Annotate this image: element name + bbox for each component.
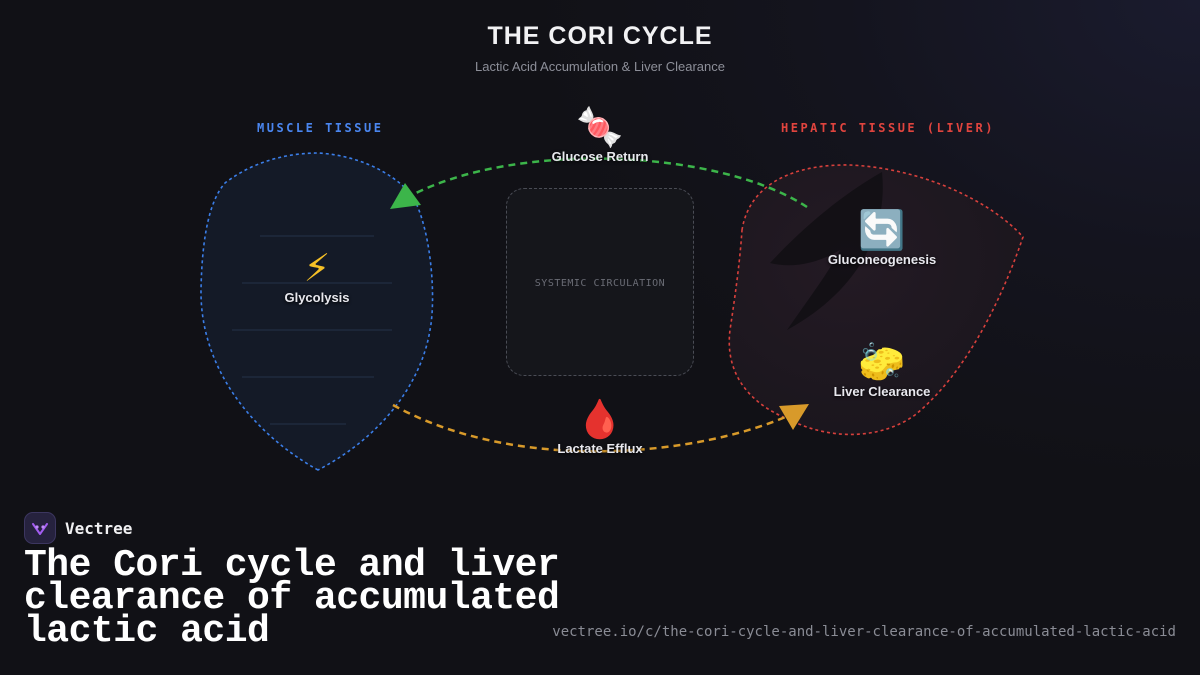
glycolysis-label: Glycolysis: [284, 290, 350, 305]
vectree-logo-icon: [24, 512, 56, 544]
candy-icon: 🍬: [576, 105, 624, 149]
liver-lobe-shadow: [770, 172, 883, 330]
liver-clearance-label: Liver Clearance: [833, 384, 931, 399]
sponge-icon: 🧽: [858, 340, 906, 384]
footer-url[interactable]: vectree.io/c/the-cori-cycle-and-liver-cl…: [552, 624, 1176, 640]
gluconeogenesis-label: Gluconeogenesis: [827, 252, 937, 267]
page-title: THE CORI CYCLE: [487, 22, 713, 50]
brand-name: Vectree: [65, 518, 133, 538]
glucose-return-node: 🍬 Glucose Return: [552, 105, 649, 164]
lactate-efflux-node: 🩸 Lactate Efflux: [557, 397, 642, 456]
glucose-return-arrowhead: [390, 183, 421, 209]
brand[interactable]: Vectree: [24, 512, 132, 544]
systemic-circulation-label: SYSTEMIC CIRCULATION: [534, 278, 666, 289]
gluconeogenesis-node: 🔄 Gluconeogenesis: [828, 208, 936, 267]
muscle-fiber-lines: [232, 235, 392, 425]
lactate-efflux-arrow: [392, 403, 791, 453]
footer-title: The Cori cycle and liver clearance of ac…: [24, 544, 560, 653]
lactate-efflux-label: Lactate Efflux: [557, 441, 643, 456]
lightning-icon: ⚡: [303, 246, 331, 290]
glucose-return-arrow: [411, 157, 808, 209]
muscle-region-label: MUSCLE TISSUE: [257, 121, 384, 135]
page-subtitle: Lactic Acid Accumulation & Liver Clearan…: [474, 59, 725, 74]
cycle-arrows-icon: 🔄: [858, 208, 906, 252]
glucose-return-label: Glucose Return: [551, 149, 649, 164]
blood-drop-icon: 🩸: [576, 397, 624, 441]
liver-region-label: HEPATIC TISSUE (LIVER): [781, 121, 995, 135]
systemic-circulation-box: SYSTEMIC CIRCULATION: [506, 188, 694, 376]
liver-clearance-node: 🧽 Liver Clearance: [834, 340, 931, 399]
muscle-tissue-shape: [200, 152, 434, 471]
glycolysis-node: ⚡ Glycolysis: [284, 246, 349, 305]
lactate-efflux-arrowhead: [779, 404, 809, 430]
